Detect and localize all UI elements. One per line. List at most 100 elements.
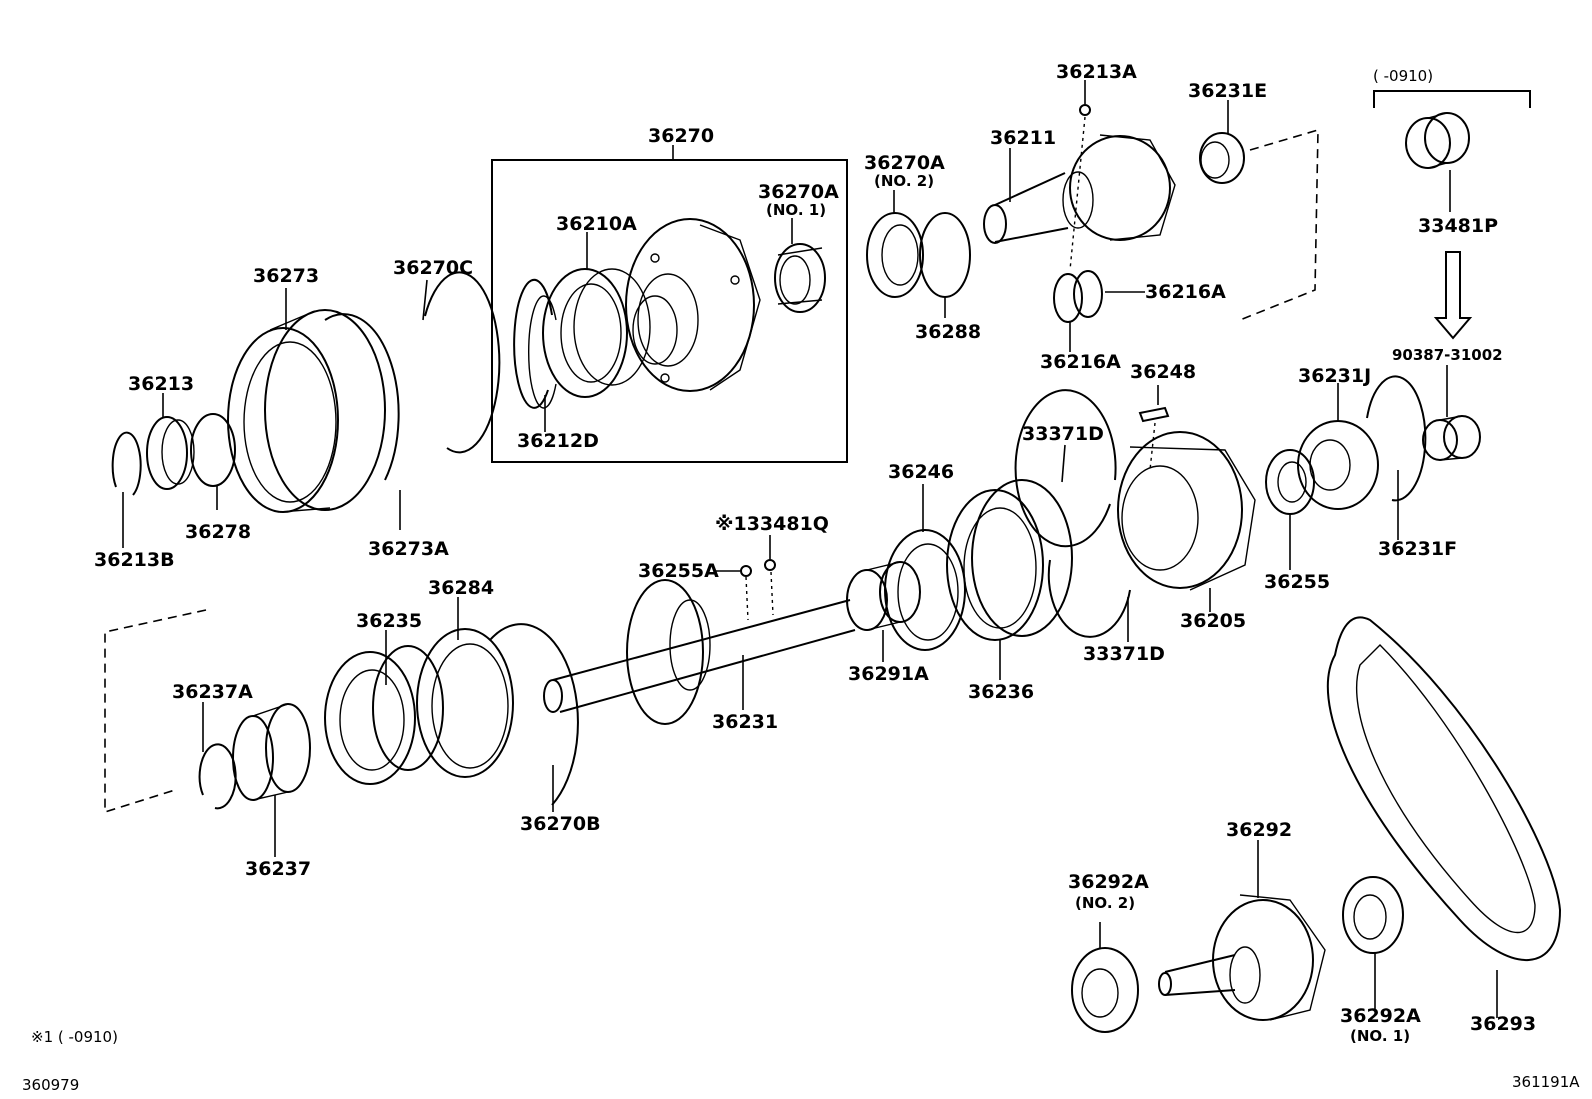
label-36246: 36246 [888,461,954,483]
label-36270: 36270 [648,125,714,147]
washer-36288 [919,212,971,298]
label-36270A-no2: 36270A [864,152,945,174]
label-36292A-no1: 36292A [1340,1005,1421,1027]
label-36273: 36273 [253,265,319,287]
planet-carrier [625,218,761,392]
bearing-36292A-no1 [1342,876,1404,954]
sleeve-36237 [232,703,311,801]
label-133481Q: ※133481Q [715,513,829,535]
axis-36213A [1069,116,1086,271]
label-36270A-no1: 36270A [758,181,839,203]
snap-ring-33371D-top [1014,389,1117,548]
washer-36255 [1265,449,1315,515]
label-36292: 36292 [1226,819,1292,841]
snap-ring-36270C [424,271,501,454]
key-36248 [1138,406,1170,423]
label-36231: 36231 [712,711,778,733]
label-36213B: 36213B [94,549,175,571]
drive-chain-36293 [1326,616,1562,961]
ball-133481Q [764,559,776,571]
snap-ring-36213B [111,431,142,496]
sleeve-36213 [146,416,195,490]
label-36212D: 36212D [517,430,599,452]
footnote-0910: ※1 ( -0910) [31,1028,118,1046]
dashed-guide-lower [104,609,207,814]
label-36213A: 36213A [1056,61,1137,83]
label-36293: 36293 [1470,1013,1536,1035]
label-36273A: 36273A [368,538,449,560]
label-36237A: 36237A [172,681,253,703]
needle-bearing-36270A-no1 [774,243,826,313]
label-36210A: 36210A [556,213,637,235]
label-no1-a: (NO. 1) [766,201,826,219]
label-33371D-bottom: 33371D [1083,643,1165,665]
label-90387-31002: 90387-31002 [1392,346,1503,364]
label-36216A-below: 36216A [1040,351,1121,373]
snap-ring-36237A [198,743,237,810]
snap-ring-36270B [489,623,579,806]
label-36237: 36237 [245,858,311,880]
label-no2-b: (NO. 2) [1075,894,1135,912]
ball-36213A [1079,104,1091,116]
gear-36235 [324,645,444,785]
label-0910-range: ( -0910) [1373,67,1433,85]
label-36211: 36211 [990,127,1056,149]
axis-36248 [1149,422,1156,471]
label-36291A: 36291A [848,663,929,685]
label-36231E: 36231E [1188,80,1267,102]
label-33371D-top: 33371D [1022,423,1104,445]
sun-gear-36210A [542,268,651,398]
label-36213: 36213 [128,373,194,395]
axis-36255A [745,576,749,621]
label-36235: 36235 [356,610,422,632]
label-36231F: 36231F [1378,538,1457,560]
label-36255: 36255 [1264,571,1330,593]
figure-code-left: 360979 [22,1076,79,1094]
gear-36246 [884,529,966,651]
gear-36284 [416,628,514,778]
label-no2-a: (NO. 2) [874,172,934,190]
leader-33371D-top [1061,444,1066,483]
ring-36231F [1366,375,1427,502]
label-36292A-no2: 36292A [1068,871,1149,893]
bracket-0910 [1373,90,1531,108]
replacement-arrow [1433,251,1473,340]
label-36270B: 36270B [520,813,601,835]
figure-code-right: 361191A [1512,1073,1580,1091]
driven-gear-36292 [1158,894,1326,1021]
label-36284: 36284 [428,577,494,599]
dashed-guide-upper [1239,128,1319,321]
label-36278: 36278 [185,521,251,543]
ring-36216A-front [1053,273,1083,323]
sleeve-36236 [946,479,1073,641]
snap-ring-36273A [324,313,400,481]
label-36216A-right: 36216A [1145,281,1226,303]
bushing-90387-31002 [1422,415,1481,461]
label-no1-b: (NO. 1) [1350,1027,1410,1045]
label-36205: 36205 [1180,610,1246,632]
label-36288: 36288 [915,321,981,343]
bearing-33481P [1405,112,1470,169]
snap-ring-36212D [513,278,557,409]
label-36255A: 36255A [638,560,719,582]
drive-shaft-36211 [983,134,1176,244]
label-33481P: 33481P [1418,215,1498,237]
clutch-sleeve-36205 [1117,431,1256,591]
ball-36255A [740,565,752,577]
output-shaft-36231 [543,579,856,725]
bearing-36292A-no2 [1071,947,1139,1033]
axis-133481Q [770,571,774,616]
bearing-36270A-no2 [866,212,924,298]
label-36248: 36248 [1130,361,1196,383]
ring-gear-36273 [227,309,386,513]
washer-36278 [190,413,236,487]
ring-36216A-back [1073,270,1103,318]
needle-bearing-36291A [846,561,921,631]
bearing-36231E [1199,132,1245,184]
label-36270C: 36270C [393,257,473,279]
snap-ring-33371D-bottom [1047,559,1131,638]
leader-36270C [422,279,428,321]
label-36231J: 36231J [1298,365,1371,387]
label-36236: 36236 [968,681,1034,703]
